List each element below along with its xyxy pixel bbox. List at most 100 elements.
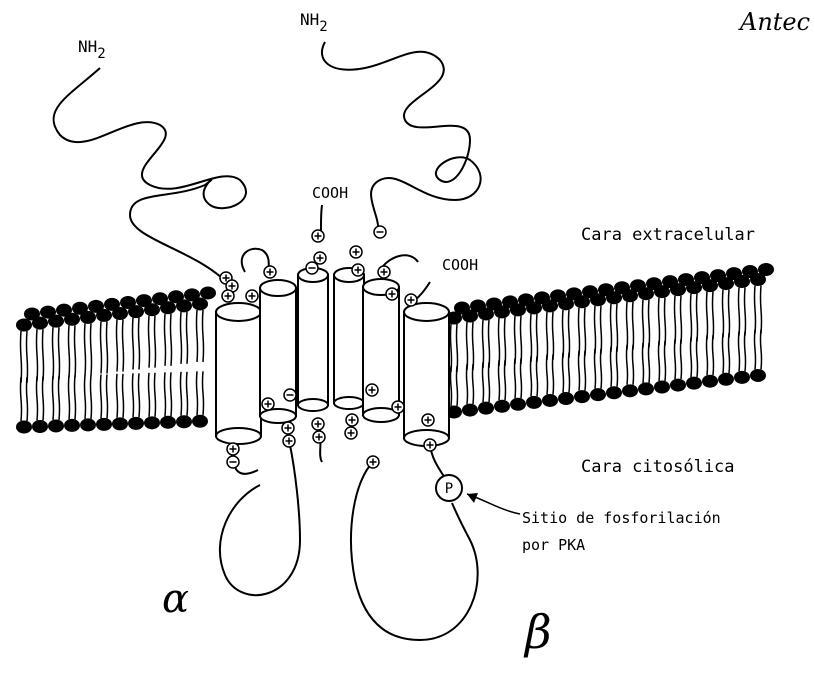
lipid-head xyxy=(48,315,64,328)
lipid-head xyxy=(80,418,96,431)
lipid-head xyxy=(16,421,32,434)
plus-charge-icon xyxy=(422,414,434,426)
lipid-tail xyxy=(100,321,107,373)
lipid-tail xyxy=(196,371,203,415)
lipid-head xyxy=(590,388,606,401)
lipid-tail xyxy=(626,345,633,385)
phosphorylation-site-label-2: por PKA xyxy=(522,536,585,554)
lipid-tail xyxy=(20,377,27,421)
lipid-tail xyxy=(68,375,75,419)
plus-charge-icon xyxy=(405,294,417,306)
lipid-tail xyxy=(180,372,187,416)
lipid-head xyxy=(192,297,208,310)
lipid-tail xyxy=(132,373,139,417)
lipid-head xyxy=(64,313,80,326)
lipid-head xyxy=(144,416,160,429)
plus-charge-icon xyxy=(312,230,324,242)
plus-charge-icon xyxy=(313,431,325,443)
plus-charge-icon xyxy=(222,290,234,302)
phosphate-label: P xyxy=(445,481,453,497)
lipid-head xyxy=(638,382,654,395)
lipid-head xyxy=(48,419,64,432)
lipid-head xyxy=(160,301,176,314)
lipid-head xyxy=(758,263,774,276)
lipid-head xyxy=(64,419,80,432)
header-fragment: Antec xyxy=(738,8,810,36)
lipid-tail xyxy=(578,308,585,356)
lipid-tail xyxy=(754,329,761,369)
beta-c-terminal-chain xyxy=(415,282,430,300)
plus-charge-icon xyxy=(345,427,357,439)
lipid-tail xyxy=(132,318,139,370)
arrow-icon xyxy=(467,493,520,514)
nh2-label-alpha: NH2 xyxy=(78,37,106,62)
lipid-tail xyxy=(578,351,585,391)
lipid-tail xyxy=(164,372,171,416)
lipid-tail xyxy=(594,349,601,389)
lipid-tail xyxy=(180,312,187,364)
plus-charge-icon xyxy=(352,264,364,276)
lipid-tail xyxy=(196,310,203,362)
lipid-head xyxy=(510,398,526,411)
lipid-tail xyxy=(36,329,43,381)
lipid-tail xyxy=(706,335,713,375)
lipid-tail xyxy=(482,320,489,368)
beta-subunit-label: β xyxy=(523,605,552,659)
lipid-head xyxy=(542,394,558,407)
plus-charge-icon xyxy=(282,422,294,434)
lipid-head xyxy=(654,380,670,393)
lipid-head xyxy=(558,392,574,405)
lipid-tail xyxy=(594,306,601,354)
lipid-head xyxy=(478,402,494,415)
lipid-tail xyxy=(116,320,123,372)
plus-charge-icon xyxy=(246,290,258,302)
lipid-tail xyxy=(482,362,489,402)
plus-charge-icon xyxy=(378,266,390,278)
lipid-head xyxy=(462,404,478,417)
plus-charge-icon xyxy=(392,401,404,413)
lipid-head xyxy=(734,371,750,384)
lipid-tail xyxy=(674,296,681,344)
lipid-tail xyxy=(722,290,729,338)
plus-charge-icon xyxy=(386,288,398,300)
lipid-tail xyxy=(466,322,473,370)
cooh-label-alpha: COOH xyxy=(312,184,348,202)
lipid-head xyxy=(144,303,160,316)
lipid-head xyxy=(128,417,144,430)
plus-charge-icon xyxy=(264,266,276,278)
lipid-tail xyxy=(164,314,171,366)
lipid-head xyxy=(192,415,208,428)
lipid-tail xyxy=(498,318,505,366)
lipid-tail xyxy=(514,316,521,364)
lipid-tail xyxy=(84,375,91,419)
lipid-tail xyxy=(36,376,43,420)
lipid-tail xyxy=(450,324,457,372)
helix-cylinder xyxy=(298,268,328,411)
plus-charge-icon xyxy=(346,414,358,426)
lipid-tail xyxy=(530,314,537,362)
lipid-tail xyxy=(674,339,681,379)
plus-charge-icon xyxy=(312,418,324,430)
lipid-head xyxy=(96,418,112,431)
lipid-tail xyxy=(722,333,729,373)
lipid-tail xyxy=(546,354,553,394)
lipid-head xyxy=(128,305,144,318)
lipid-tail xyxy=(706,292,713,340)
lipid-tail xyxy=(610,347,617,387)
lipid-tail xyxy=(642,300,649,348)
lipid-tail xyxy=(52,327,59,379)
lipid-tail xyxy=(626,302,633,350)
lipid-head xyxy=(686,377,702,390)
minus-charge-icon xyxy=(374,226,386,238)
lipid-tail xyxy=(738,331,745,371)
lipid-tail xyxy=(562,310,569,358)
cooh-label-beta: COOH xyxy=(442,256,478,274)
helix-cylinder xyxy=(216,303,261,444)
lipid-tail xyxy=(148,373,155,417)
minus-charge-icon xyxy=(306,262,318,274)
plus-charge-icon xyxy=(314,252,326,264)
lipid-tail xyxy=(562,353,569,393)
lipid-tail xyxy=(690,337,697,377)
minus-charge-icon xyxy=(284,389,296,401)
